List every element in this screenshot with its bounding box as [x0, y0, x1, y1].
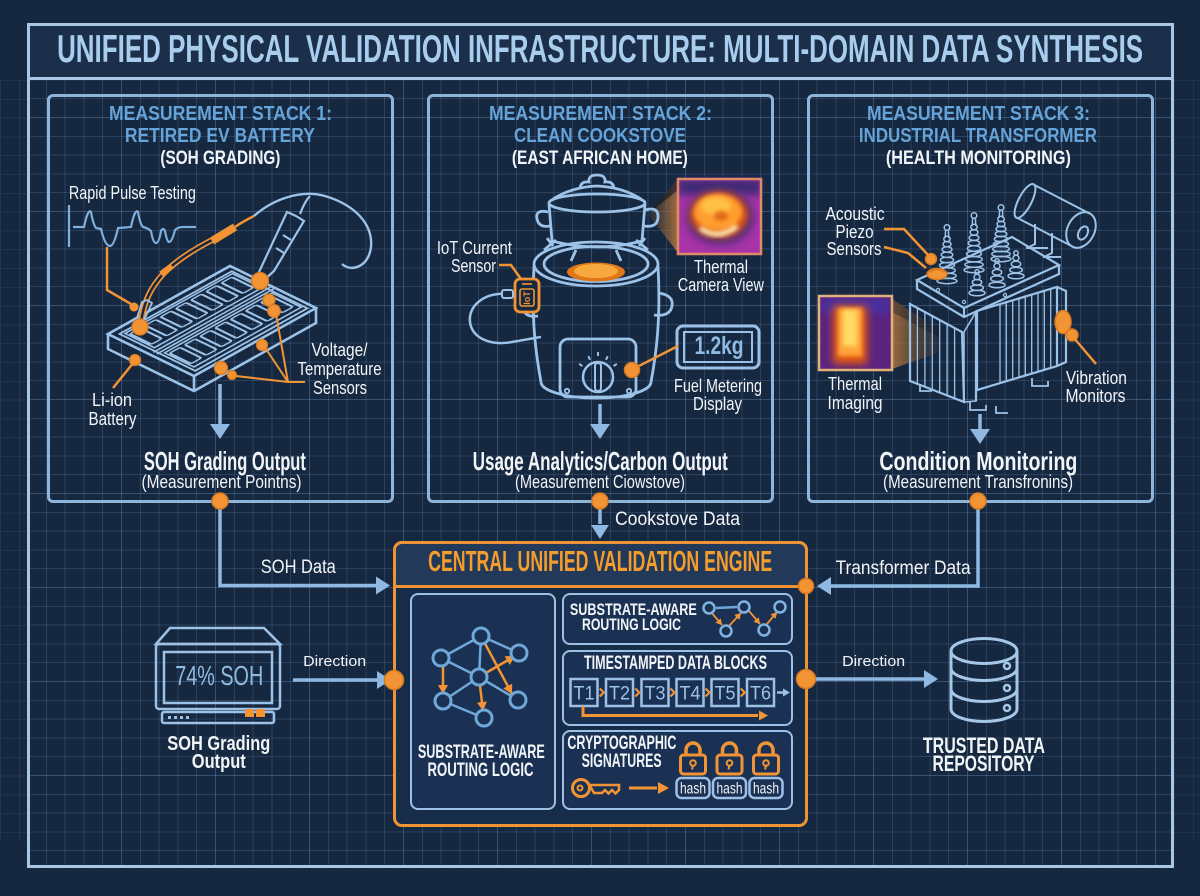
svg-text:hash: hash [717, 781, 743, 798]
svg-text:T5: T5 [715, 684, 736, 705]
svg-text:hash: hash [753, 781, 779, 798]
svg-text:IoT: IoT [522, 291, 532, 305]
svg-text:T4: T4 [680, 684, 701, 705]
svg-text:T3: T3 [645, 684, 666, 705]
svg-text:T6: T6 [750, 684, 771, 705]
svg-text:hash: hash [680, 781, 706, 798]
svg-text:T1: T1 [574, 684, 595, 705]
svg-text:T2: T2 [609, 684, 630, 705]
